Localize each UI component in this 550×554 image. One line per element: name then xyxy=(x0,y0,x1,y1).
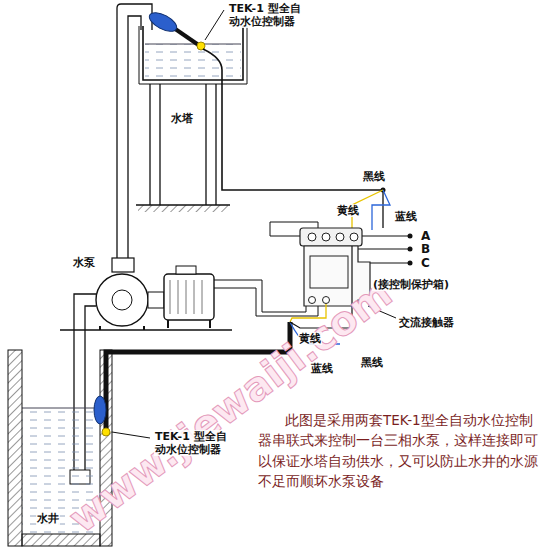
wire-label: 黑线 xyxy=(362,170,386,183)
part-label: 交流接触器 xyxy=(398,316,455,329)
tower-legs xyxy=(150,84,216,205)
tank-wall xyxy=(143,26,243,80)
leader-line xyxy=(205,10,224,40)
device-label: TEK-1 型全自动水位控制器 xyxy=(228,2,302,28)
leader-line xyxy=(112,432,150,438)
float-weight xyxy=(102,428,110,436)
phase-label: C xyxy=(420,256,431,270)
blue-wire xyxy=(372,190,390,230)
terminal-b xyxy=(408,247,413,252)
water-surface xyxy=(145,44,241,45)
structure-label: 水塔 xyxy=(170,112,194,125)
terminal-c xyxy=(408,261,413,266)
terminal-a xyxy=(408,234,413,239)
ground-line xyxy=(136,204,230,205)
motor-lead xyxy=(213,280,306,312)
structure-label: 水井 xyxy=(36,512,60,525)
float-ball xyxy=(94,396,106,424)
wire-label: 黄线 xyxy=(336,204,360,217)
float-ball xyxy=(146,9,179,35)
pump-motor xyxy=(96,258,214,330)
caption-text: 此图是采用两套TEK-1型全自动水位控制器串联式来控制一台三相水泵，这样连接即可… xyxy=(258,410,542,491)
black-wire xyxy=(382,190,383,228)
part-label: 水泵 xyxy=(72,256,96,269)
tank-water xyxy=(145,44,241,78)
well-surface xyxy=(22,408,100,409)
wire-label: 蓝线 xyxy=(310,362,334,375)
tank-wall-outer xyxy=(139,26,247,84)
signal-cable xyxy=(203,49,383,190)
delivery-pipe xyxy=(117,4,152,270)
ground-hatch xyxy=(138,205,228,212)
motor-lead xyxy=(213,288,318,316)
wire-label: 蓝线 xyxy=(394,210,418,223)
phase-label: B xyxy=(420,242,431,256)
pump-base xyxy=(60,329,232,330)
wire-label: 黄线 xyxy=(298,332,322,345)
note-label: (接控制保护箱) xyxy=(372,278,450,291)
device-label: TEK-1 型全自动水位控制器 xyxy=(154,430,228,456)
wire-label: 黑线 xyxy=(360,356,384,369)
well-wall-left xyxy=(8,350,22,546)
